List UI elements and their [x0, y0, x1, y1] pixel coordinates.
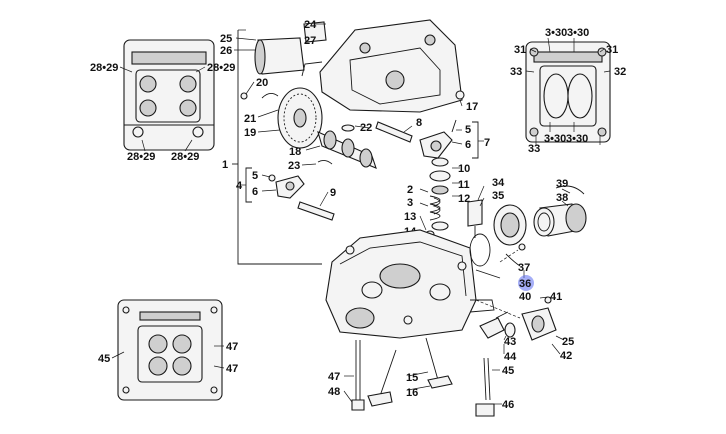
callout-3-30: 3•30 — [544, 133, 566, 145]
callout-31: 31 — [514, 44, 526, 56]
callout-15: 15 — [406, 372, 418, 384]
callout-47: 47 — [226, 341, 238, 353]
callout-10: 10 — [458, 163, 470, 175]
callout-1: 1 — [222, 159, 228, 171]
callout-5: 5 — [465, 124, 471, 136]
cam-chain-tensioner — [234, 21, 327, 75]
callout-21: 21 — [244, 113, 256, 125]
callout-33: 33 — [510, 66, 522, 78]
callout-3: 3 — [407, 197, 413, 209]
intake-adapter — [493, 204, 527, 246]
rocker-shaft-exhaust — [297, 191, 335, 221]
callout-46: 46 — [502, 399, 514, 411]
callout-36: 36 — [519, 278, 531, 290]
valve-spring-stack — [419, 157, 460, 238]
callout-40: 40 — [519, 291, 531, 303]
rocker-shaft-clip — [301, 159, 333, 166]
highlight-36 — [518, 275, 534, 291]
callout-35: 35 — [492, 190, 504, 202]
valve-intake — [407, 337, 453, 391]
callout-41: 41 — [550, 291, 562, 303]
head-stud-right — [475, 357, 502, 417]
callout-37: 37 — [518, 262, 530, 274]
temperature-sensor — [479, 311, 516, 354]
callout-33: 33 — [528, 143, 540, 155]
callout-18: 18 — [289, 146, 301, 158]
cylinder-head — [325, 229, 501, 339]
callout-5: 5 — [252, 170, 258, 182]
callout-3-30: 3•30 — [545, 27, 567, 39]
head-stud-left — [343, 340, 365, 411]
callout-47: 47 — [226, 363, 238, 375]
callout-28-29: 28•29 — [90, 62, 118, 74]
valve-exhaust — [367, 349, 397, 407]
callout-45: 45 — [98, 353, 110, 365]
callout-7: 7 — [484, 137, 490, 149]
callout-31: 31 — [606, 44, 618, 56]
callout-43: 43 — [504, 336, 516, 348]
boot-clamps — [555, 185, 585, 207]
callout-6: 6 — [465, 139, 471, 151]
callout-19: 19 — [244, 127, 256, 139]
callout-26: 26 — [220, 45, 232, 57]
callout-4: 4 — [236, 180, 243, 192]
rocker-shaft-intake — [375, 121, 413, 143]
intake-o-ring — [469, 233, 491, 267]
callout-48: 48 — [328, 386, 340, 398]
callout-39: 39 — [556, 178, 568, 190]
callout-34: 34 — [492, 177, 505, 189]
callout-25: 25 — [562, 336, 574, 348]
callout-16: 16 — [406, 387, 418, 399]
spark-plug — [467, 185, 485, 238]
callout-8: 8 — [416, 117, 422, 129]
cam-sprocket — [240, 81, 323, 149]
callout-12: 12 — [458, 193, 470, 205]
valve-cover — [301, 19, 465, 113]
callout-45: 45 — [502, 365, 514, 377]
head-top-view-right — [525, 37, 611, 145]
callout-47: 47 — [328, 371, 340, 383]
rocker-arm-intake — [419, 119, 484, 159]
callout-17: 17 — [466, 101, 478, 113]
callout-2: 2 — [407, 184, 413, 196]
callout-38: 38 — [556, 192, 568, 204]
head-bottom-view — [111, 299, 225, 401]
callout-20: 20 — [256, 77, 268, 89]
callout-22: 22 — [360, 122, 372, 134]
intake-boot — [533, 203, 587, 237]
callout-3-30: 3•30 — [566, 133, 588, 145]
callout-3-30: 3•30 — [567, 27, 589, 39]
head-top-view-left — [119, 39, 215, 152]
assembly-bracket-1 — [232, 29, 322, 265]
callout-24: 24 — [304, 19, 317, 31]
callout-28-29: 28•29 — [127, 151, 155, 163]
callout-6: 6 — [252, 186, 258, 198]
callout-28-29: 28•29 — [171, 151, 199, 163]
callout-42: 42 — [560, 350, 572, 362]
callout-44: 44 — [504, 351, 517, 363]
callout-27: 27 — [304, 35, 316, 47]
thermostat-housing — [475, 296, 565, 355]
callout-28-29: 28•29 — [207, 62, 235, 74]
callout-23: 23 — [288, 160, 300, 172]
callout-13: 13 — [404, 211, 416, 223]
callout-32: 32 — [614, 66, 626, 78]
camshaft — [305, 124, 377, 169]
callout-11: 11 — [458, 179, 470, 191]
callout-9: 9 — [330, 187, 336, 199]
callout-25: 25 — [220, 33, 232, 45]
adapter-screws — [499, 243, 526, 278]
rocker-arm-exhaust — [240, 167, 305, 203]
